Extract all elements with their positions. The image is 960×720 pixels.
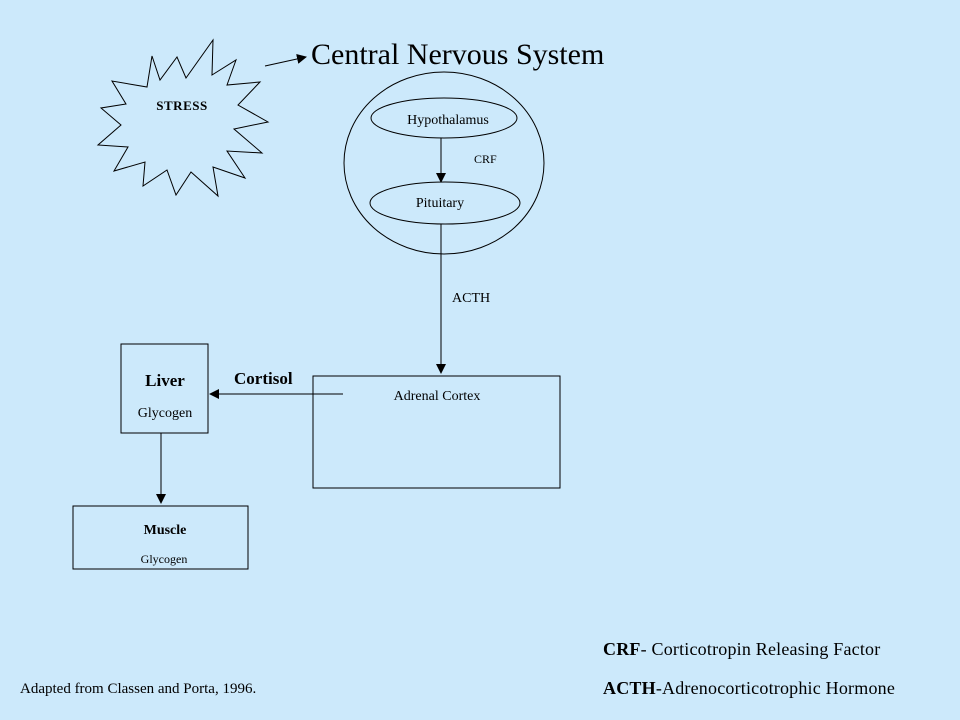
legend-crf-abbr: CRF xyxy=(603,639,641,659)
cortisol-label: Cortisol xyxy=(234,369,293,388)
pituitary-node xyxy=(369,181,521,225)
legend-acth-abbr: ACTH xyxy=(603,678,656,698)
source-citation: Adapted from Classen and Porta, 1996. xyxy=(20,681,257,697)
crf-label: CRF xyxy=(474,152,497,166)
legend-acth-definition: -Adrenocorticotrophic Hormone xyxy=(655,678,896,698)
adrenal-cortex-label: Adrenal Cortex xyxy=(394,389,481,404)
liver-box xyxy=(120,343,209,434)
legend-crf: CRF- Corticotropin Releasing Factor xyxy=(603,639,880,660)
hypothalamus-node xyxy=(370,97,518,139)
diagram-title: Central Nervous System xyxy=(311,38,605,71)
muscle-box xyxy=(72,505,249,570)
muscle-title: Muscle xyxy=(144,523,187,538)
hypothalamus-label: Hypothalamus xyxy=(407,113,489,128)
stress-to-cns-arrow xyxy=(264,54,307,67)
acth-label: ACTH xyxy=(452,291,490,306)
liver-title: Liver xyxy=(145,371,185,390)
cns-circle xyxy=(343,71,545,255)
legend-acth: ACTH-Adrenocorticotrophic Hormone xyxy=(603,678,895,699)
muscle-sub: Glycogen xyxy=(141,552,188,566)
adrenal-cortex-box xyxy=(312,375,561,489)
stress-label: STRESS xyxy=(156,98,207,113)
liver-sub: Glycogen xyxy=(138,406,192,421)
pituitary-label: Pituitary xyxy=(416,196,464,211)
stress-starburst xyxy=(96,38,270,198)
legend-crf-definition: - Corticotropin Releasing Factor xyxy=(640,639,881,659)
